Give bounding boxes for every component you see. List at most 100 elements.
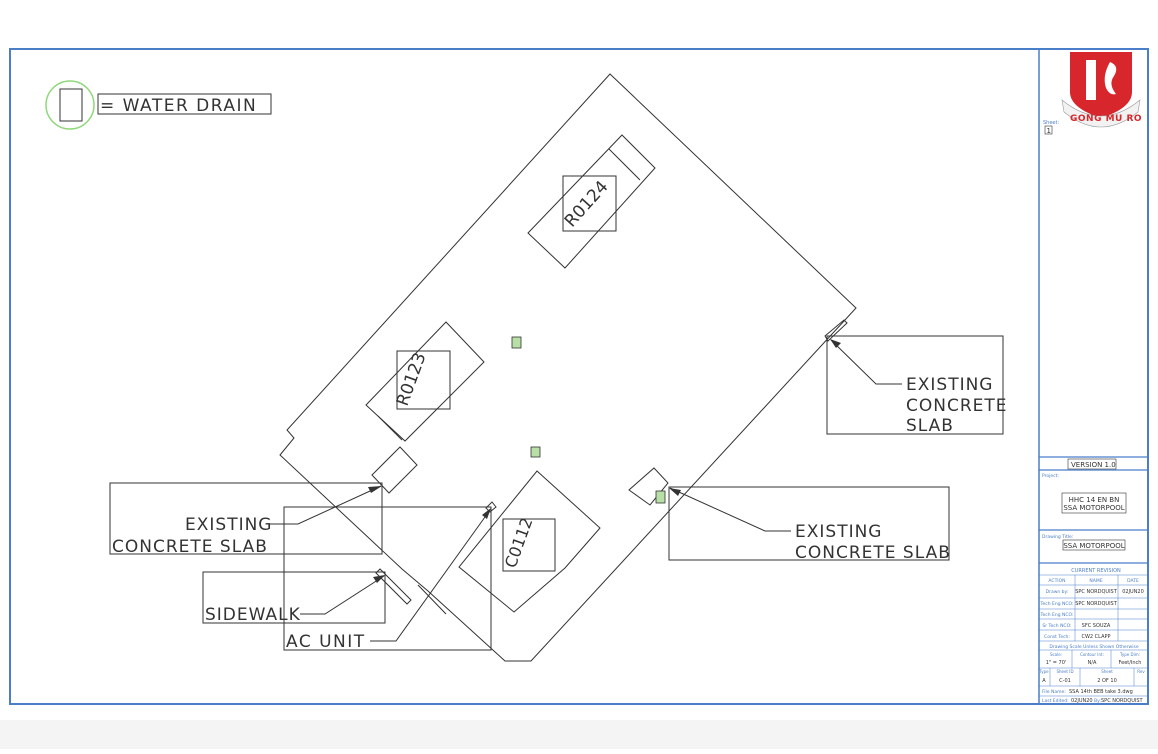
contour-header: Contour Int: xyxy=(1080,652,1104,657)
room-r0124-inner-line xyxy=(608,148,641,181)
project-box xyxy=(1061,492,1127,514)
room-r0124-outline xyxy=(527,134,656,269)
rev-row-action: Tech Eng NCO: xyxy=(1040,601,1074,607)
revision-table xyxy=(1039,574,1148,697)
room-c0112-tag-box xyxy=(502,518,556,572)
room-r0123-inner-line xyxy=(377,415,403,441)
callout-slab-right-line-2: CONCRETE xyxy=(906,396,1008,416)
crest-shield-icon xyxy=(1070,52,1132,118)
slab-left-shape xyxy=(371,446,418,494)
callout-slab-right-box xyxy=(826,335,1004,435)
slab-lower-right-shape xyxy=(628,467,669,506)
project-line-1: HHC 14 EN BN xyxy=(1069,496,1120,504)
bottom-strip xyxy=(0,720,1158,749)
arrowhead xyxy=(669,488,681,496)
file-name-value: SSA 14th BEB take 3.dwg xyxy=(1069,689,1133,695)
callout-slab-lower-right-leader xyxy=(669,487,791,532)
callout-sidewalk-label: SIDEWALK xyxy=(205,605,301,625)
callout-slab-right: EXISTING CONCRETE SLAB xyxy=(826,335,1008,436)
last-edit-label: Last Edited: xyxy=(1042,698,1069,704)
sheet-value: 2 OF 10 xyxy=(1097,678,1117,684)
last-edit-by: SPC NORDQUIST xyxy=(1101,698,1144,704)
last-edit-by-label: By: xyxy=(1094,698,1101,704)
callout-slab-left-line-2: CONCRETE SLAB xyxy=(112,537,268,557)
rev-row-date: 02JUN20 xyxy=(1122,589,1144,595)
scale-header: Scale: xyxy=(1050,652,1062,657)
callout-slab-left-leader xyxy=(270,485,382,525)
callout-slab-lower-right: EXISTING CONCRETE SLAB xyxy=(668,486,950,563)
crest-emblem-icon xyxy=(1086,60,1096,100)
contour-value: N/A xyxy=(1088,660,1097,666)
callout-ac-unit: AC UNIT xyxy=(283,506,492,652)
callout-sidewalk: SIDEWALK xyxy=(202,571,386,625)
callout-slab-left-box xyxy=(109,482,383,555)
drain-symbol-icon xyxy=(59,88,83,122)
file-name-label: File Name: xyxy=(1042,689,1066,695)
drawing-title-box xyxy=(1062,539,1126,551)
crest-seahorse-icon xyxy=(1104,62,1117,95)
rev-header-action: ACTION xyxy=(1048,578,1065,584)
scale-value: 1" = 70' xyxy=(1046,660,1067,666)
type-dim-header: Type Dim: xyxy=(1119,652,1140,657)
last-edit-date: 02JUN20 xyxy=(1071,698,1093,704)
room-r0124-tag-box xyxy=(562,175,617,232)
current-revision-label: CURRENT REVISION xyxy=(1071,568,1121,574)
water-drain-icon xyxy=(530,446,541,458)
title-block: GONG MU RO Sheet: 1 VERSION 1.0 Project:… xyxy=(1038,52,1148,704)
unit-crest-logo: GONG MU RO xyxy=(1061,52,1142,128)
legend-label: = WATER DRAIN xyxy=(100,96,257,116)
callout-sidewalk-leader xyxy=(300,575,385,615)
sheet-header: Sheet xyxy=(1101,669,1113,674)
legend: = WATER DRAIN xyxy=(45,80,272,130)
callout-slab-left-line-1: EXISTING xyxy=(185,515,272,535)
callout-ac-unit-label: AC UNIT xyxy=(286,632,366,652)
rev-row-name: SFC SOUZA xyxy=(1082,623,1111,629)
type-dim-value: Feet/Inch xyxy=(1119,660,1142,666)
legend-ring xyxy=(45,80,95,130)
arrowhead xyxy=(368,486,382,493)
project-line-2: SSA MOTORPOOL xyxy=(1063,504,1124,512)
sheet-id-value: C-01 xyxy=(1059,678,1071,684)
rev-row-name: CW2 CLAPP xyxy=(1081,634,1110,640)
sheet-number-box xyxy=(1044,125,1053,135)
type-header: Type xyxy=(1038,669,1049,674)
callout-ac-unit-leader xyxy=(370,509,491,642)
room-r0123-tag-box xyxy=(396,350,451,410)
room-r0124: R0124 xyxy=(527,134,656,269)
callout-slab-lower-right-line-1: EXISTING xyxy=(795,522,882,542)
sidewalk-shape xyxy=(375,568,412,605)
drawing-title-label: Drawing Title: xyxy=(1042,534,1073,540)
room-c0112: C0112 xyxy=(458,470,601,613)
rev-header: Rev xyxy=(1137,669,1145,674)
rev-row-action: Drawn by: xyxy=(1046,589,1069,595)
water-drain-icon xyxy=(655,490,666,504)
version-box xyxy=(1067,458,1117,470)
building-outline xyxy=(279,73,857,662)
rev-row-name: SPC NORDQUIST xyxy=(1075,589,1118,595)
rev-row-action: Sr Tech NCO: xyxy=(1042,623,1071,629)
callout-slab-right-line-1: EXISTING xyxy=(906,375,993,395)
crest-motto: GONG MU RO xyxy=(1070,114,1142,124)
room-c0112-outline xyxy=(458,470,601,613)
rev-row-action: Tech Eng NCO: xyxy=(1040,612,1074,618)
structure-strip xyxy=(417,584,447,615)
legend-label-box xyxy=(97,93,272,115)
callout-slab-lower-right-box xyxy=(668,486,950,561)
drawing-title: SSA MOTORPOOL xyxy=(1063,542,1124,550)
rev-row-name: SPC NORDQUIST xyxy=(1075,601,1118,607)
callout-sidewalk-box xyxy=(202,571,386,624)
rev-row-action: Const Tech: xyxy=(1044,634,1070,640)
callout-slab-right-leader xyxy=(830,339,902,385)
scale-note: Drawing Scale Unless Shown Otherwise xyxy=(1049,644,1138,650)
arrowhead xyxy=(373,575,385,583)
sheet-id-header: Sheet ID xyxy=(1056,669,1073,674)
room-r0123: R0123 xyxy=(365,321,485,442)
version-label: VERSION 1.0 xyxy=(1071,461,1116,469)
rev-header-name: NAME xyxy=(1089,578,1102,584)
room-r0123-outline xyxy=(365,321,485,442)
rev-header-date: DATE xyxy=(1127,578,1139,584)
callout-slab-left: EXISTING CONCRETE SLAB xyxy=(109,482,383,557)
callout-ac-unit-box xyxy=(283,506,492,651)
